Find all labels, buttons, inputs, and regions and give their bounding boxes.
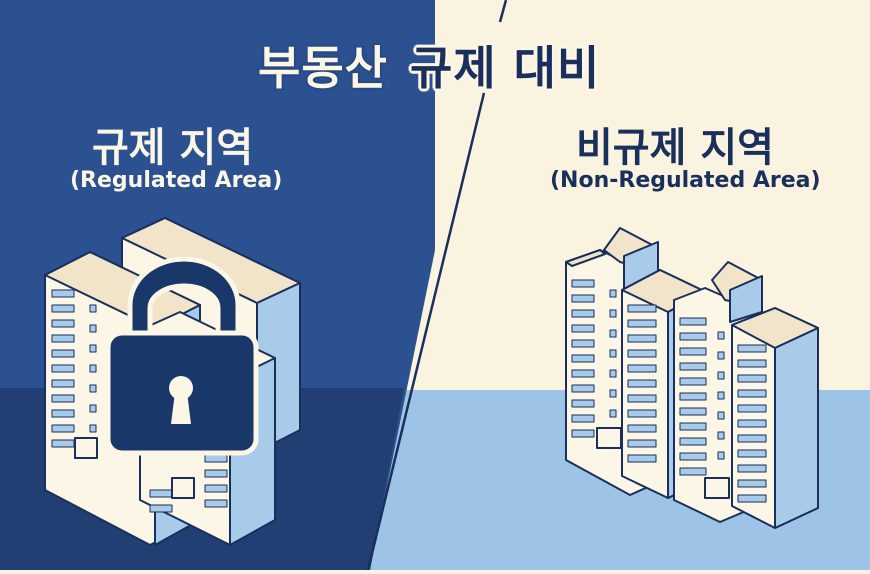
page-title-part-2: 규제 대비 xyxy=(410,41,601,95)
page-title-part-1: 부동산 xyxy=(258,41,388,95)
padlock-icon xyxy=(105,256,259,456)
non-regulated-area-heading: 비규제 지역 xyxy=(576,125,774,171)
regulated-area-heading: 규제 지역 xyxy=(92,125,254,171)
non-regulated-buildings xyxy=(565,227,819,529)
regulated-area-subheading: (Regulated Area) xyxy=(70,168,283,193)
divider-line xyxy=(366,92,486,571)
non-regulated-area-subheading: (Non-Regulated Area) xyxy=(550,168,821,193)
keyhole-icon xyxy=(169,376,193,424)
divider-line-top xyxy=(498,0,508,23)
